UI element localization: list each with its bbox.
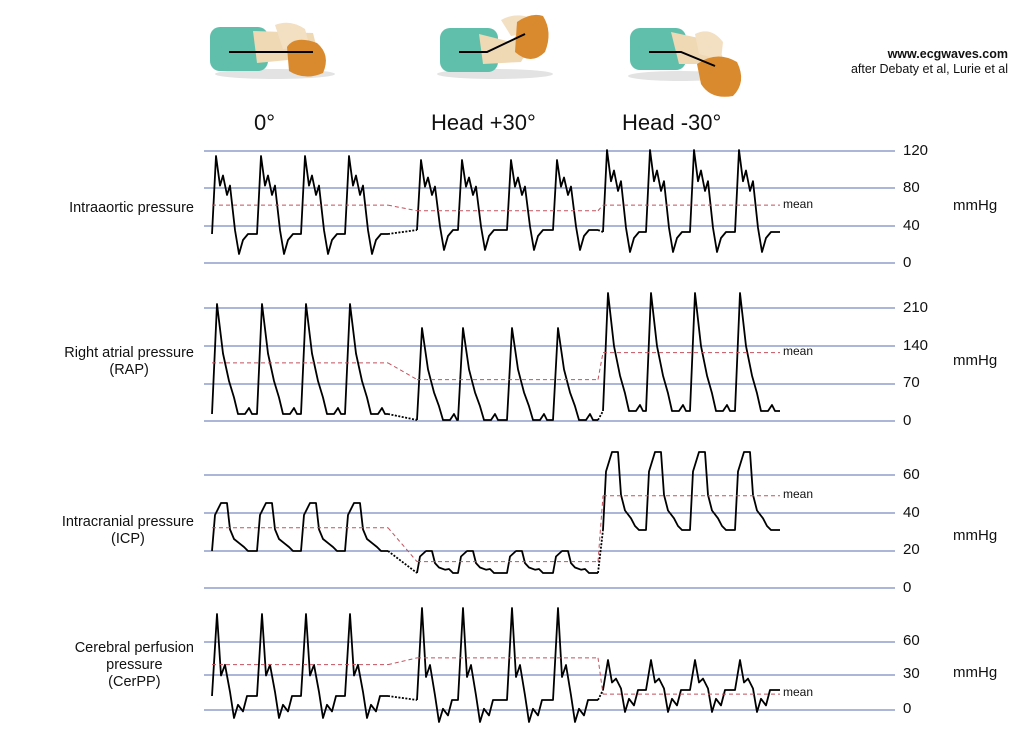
cerpp-mean-transition <box>387 657 418 666</box>
icp-trace-segment <box>602 451 780 531</box>
column-title-head-up: Head +30° <box>431 110 536 135</box>
tick-label: 40 <box>903 217 920 234</box>
column-title-head-down: Head -30° <box>622 110 722 135</box>
icp-mean-transition <box>387 527 418 562</box>
tick-label: 40 <box>903 504 920 521</box>
mean-label: mean <box>783 344 814 358</box>
credit-site: www.ecgwaves.com <box>887 47 1008 61</box>
rap-trace-transition <box>597 410 604 421</box>
patient-flat-icon <box>210 22 335 79</box>
icp-trace-transition <box>387 550 418 574</box>
rap-mean-transition <box>597 352 604 380</box>
column-title-flat: 0° <box>254 110 276 135</box>
cerpp-trace-segment <box>602 659 780 713</box>
iap-trace-transition <box>597 229 604 233</box>
cerpp-mean-transition <box>597 657 604 695</box>
tick-label: 210 <box>903 299 929 316</box>
mean-label: mean <box>783 487 814 501</box>
unit-label: mmHg <box>953 664 998 681</box>
patient-head-down-icon <box>628 28 742 97</box>
iap-mean-transition <box>597 204 604 212</box>
patient-head-up-icon <box>437 14 553 79</box>
tick-label: 0 <box>903 579 912 596</box>
tick-label: 0 <box>903 254 912 271</box>
tick-label: 120 <box>903 142 929 159</box>
cerpp-trace-transition <box>387 695 418 701</box>
iap-trace-segment <box>602 149 780 253</box>
tick-label: 80 <box>903 179 920 196</box>
icp-trace-segment <box>211 502 388 552</box>
cerpp-trace-segment <box>416 607 598 723</box>
rap-trace-segment <box>602 292 780 412</box>
iap-trace-transition <box>387 229 418 235</box>
unit-label: mmHg <box>953 527 998 544</box>
credit: www.ecgwaves.com after Debaty et al, Lur… <box>851 47 1008 77</box>
tick-label: 20 <box>903 541 920 558</box>
unit-label: mmHg <box>953 352 998 369</box>
cerpp-trace-segment <box>211 613 388 719</box>
iap-trace-segment <box>211 155 388 255</box>
credit-source: after Debaty et al, Lurie et al <box>850 62 1008 76</box>
rap-trace-transition <box>387 413 418 421</box>
mean-label: mean <box>783 685 814 699</box>
tick-label: 60 <box>903 466 920 483</box>
tick-label: 60 <box>903 632 920 649</box>
iap-mean-transition <box>387 204 418 212</box>
tick-label: 30 <box>903 665 920 682</box>
tick-label: 0 <box>903 700 912 717</box>
label-intraaortic-pressure: Intraaortic pressure <box>69 200 194 216</box>
label-cerebral-perfusion-pressure: Cerebral perfusion pressure (CerPP) <box>74 640 194 690</box>
tick-label: 0 <box>903 412 912 429</box>
mean-label: mean <box>783 197 814 211</box>
icp-trace-segment <box>416 550 598 574</box>
rap-trace-segment <box>211 303 388 415</box>
rap-mean-transition <box>387 362 418 381</box>
iap-trace-segment <box>416 159 598 251</box>
tick-label: 140 <box>903 337 929 354</box>
rap-trace-segment <box>416 327 598 421</box>
label-right-atrial-pressure: Right atrial pressure (RAP) <box>64 345 194 378</box>
unit-label: mmHg <box>953 197 998 214</box>
cerpp-trace-transition <box>597 689 604 701</box>
icp-trace-transition <box>597 529 604 574</box>
tick-label: 70 <box>903 374 920 391</box>
label-intracranial-pressure: Intracranial pressure (ICP) <box>61 514 194 547</box>
